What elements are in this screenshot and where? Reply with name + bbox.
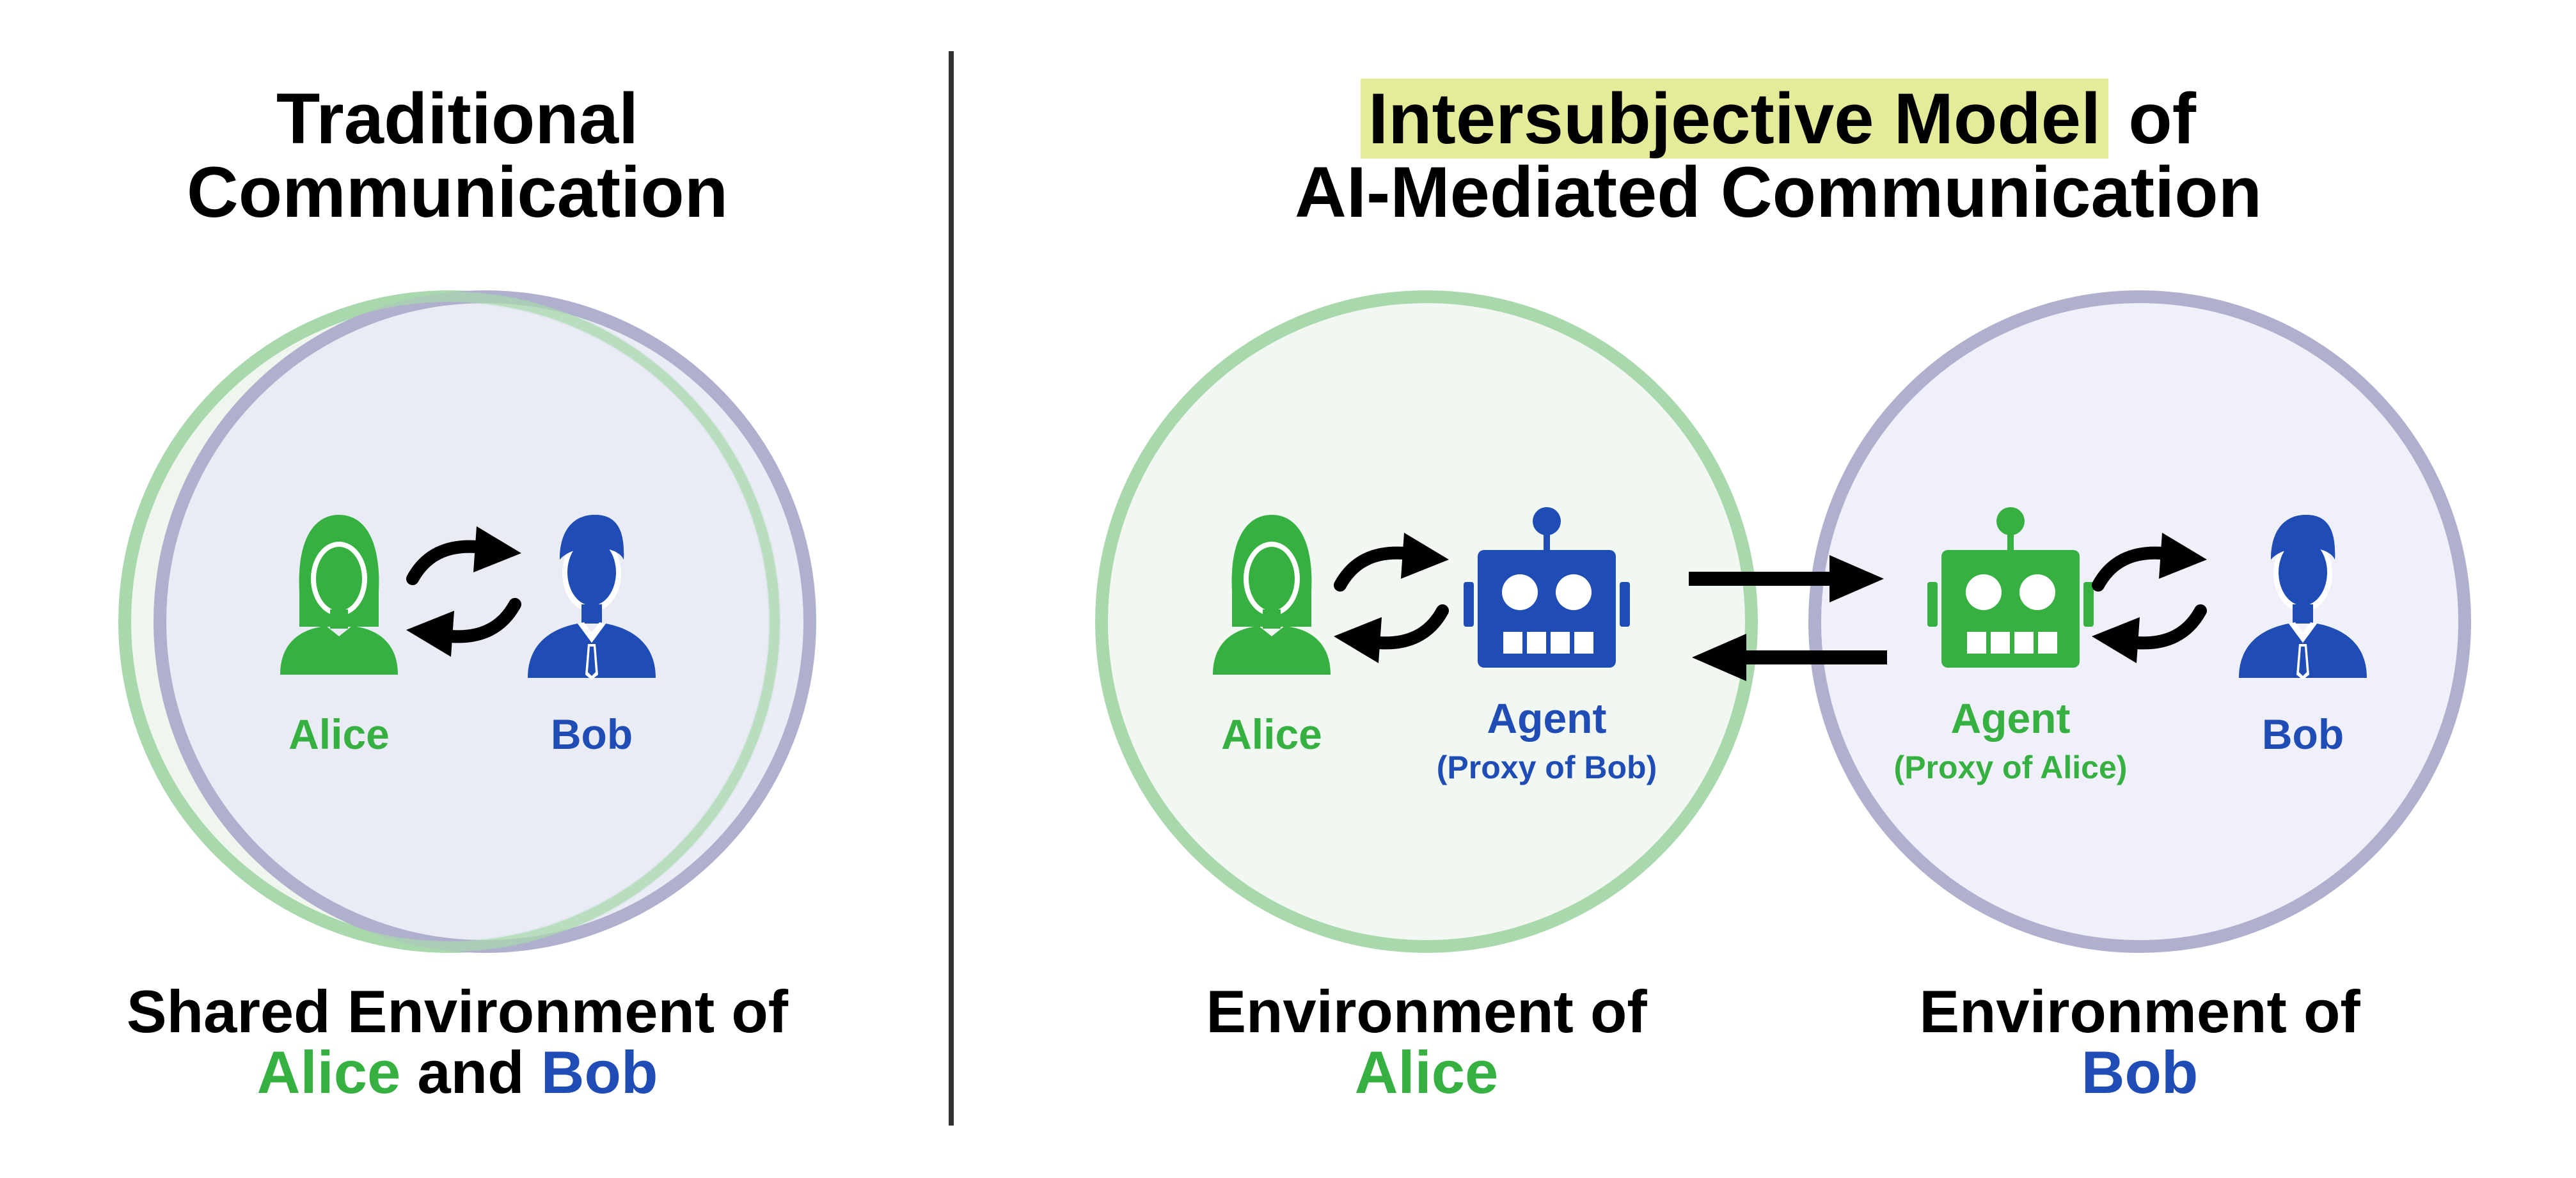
bob-label: Bob — [550, 711, 633, 758]
right-title-line2: AI-Mediated Communication — [1294, 152, 2263, 232]
footer-bob: Bob — [541, 1039, 658, 1106]
left-title-line2: Communication — [186, 152, 729, 232]
right-title-line1: Intersubjective Model of — [1164, 79, 2392, 159]
alice-label: Alice — [1221, 711, 1322, 758]
exchange-arrows-icon — [1689, 555, 1887, 681]
footer-alice: Alice — [257, 1039, 401, 1106]
title-highlight: Intersubjective Model — [1361, 79, 2109, 159]
bob-label: Bob — [2261, 711, 2344, 758]
title-of: of — [2128, 79, 2196, 159]
agent-bob-label: Agent — [1487, 695, 1607, 742]
left-footer-line2: Alice and Bob — [102, 1042, 812, 1103]
env-alice-line1: Environment of — [1206, 978, 1647, 1045]
alice-label: Alice — [288, 711, 390, 758]
agent-alice-sub: (Proxy of Alice) — [1893, 750, 2128, 785]
env-bob-line1: Environment of — [1919, 978, 2360, 1045]
bob-environment-circle — [1808, 290, 2471, 953]
env-alice-name: Alice — [1354, 1039, 1499, 1106]
agent-bob-sub: (Proxy of Bob) — [1436, 750, 1657, 785]
bob-environment-ring — [154, 290, 816, 953]
env-bob-name: Bob — [2081, 1039, 2199, 1106]
agent-alice-label: Agent — [1950, 695, 2071, 742]
footer-and: and — [417, 1039, 525, 1106]
left-footer-line1: Shared Environment of — [126, 978, 789, 1045]
alice-environment-ring-overlay — [120, 292, 780, 952]
left-title-line1: Traditional — [276, 79, 639, 159]
